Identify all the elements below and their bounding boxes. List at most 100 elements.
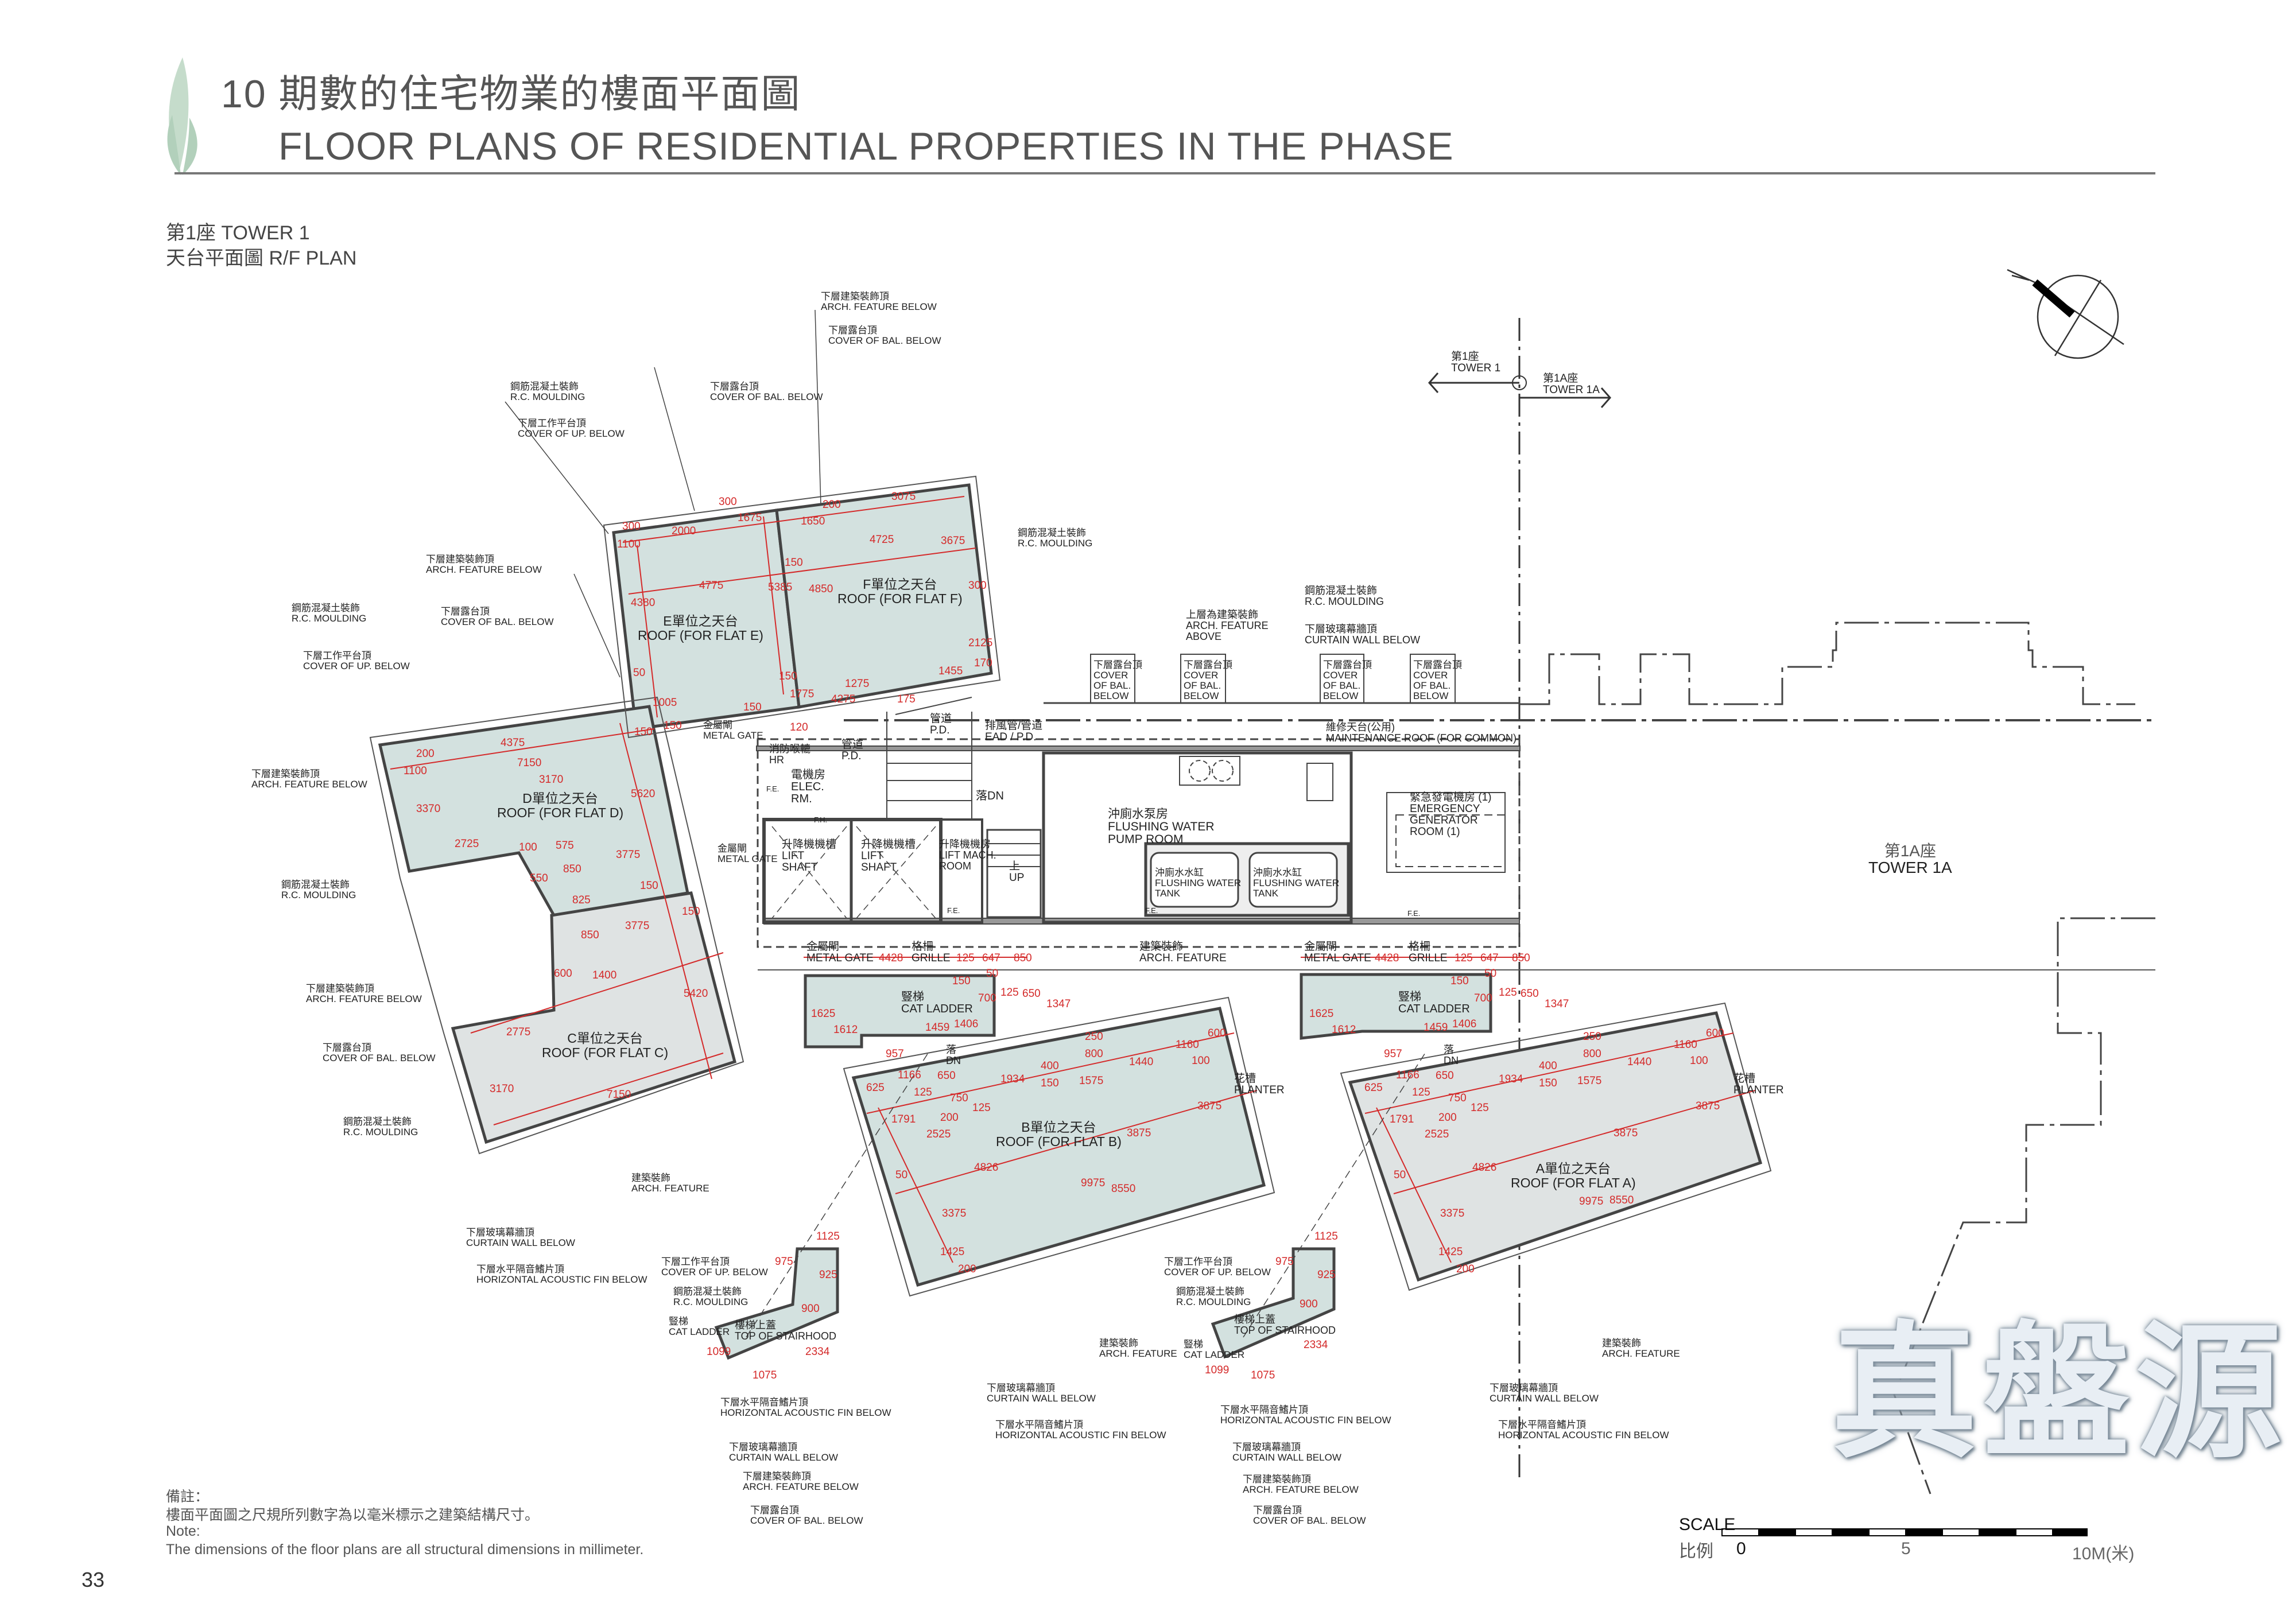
plan-label: 維修天台(公用)MAINTENANCE ROOF (FOR COMMON) xyxy=(1326,722,1517,744)
label-line: 豎梯 xyxy=(901,991,924,1003)
label-line: 下層水平隔音鰭片頂 xyxy=(1220,1404,1308,1415)
label-line: TANK xyxy=(1155,887,1181,899)
label-line: COVER OF BAL. BELOW xyxy=(750,1515,863,1526)
dimension-value: 150 xyxy=(640,880,658,892)
dimension-value: 3370 xyxy=(416,803,441,815)
label-line: 下層露台頂 xyxy=(1184,659,1232,670)
dimension-value: 1100 xyxy=(404,765,427,777)
label-line: 升降機機槽 xyxy=(861,838,916,851)
label-line: ROOF (FOR FLAT C) xyxy=(542,1045,669,1061)
label-line: COVER xyxy=(1413,669,1448,681)
label-line: ARCH. FEATURE xyxy=(631,1182,709,1194)
label-line: 金屬閘 xyxy=(1304,941,1337,953)
dimension-value: 125 xyxy=(972,1102,991,1114)
label-line: D單位之天台 xyxy=(522,791,598,806)
label-line: EMERGENCY xyxy=(1410,802,1480,815)
dimension-value: 1675 xyxy=(738,512,762,524)
dimension-value: 120 xyxy=(790,721,808,733)
plan-label: F.E. xyxy=(1145,907,1158,915)
dimension-value: 600 xyxy=(1706,1027,1724,1039)
dimension-value: 1406 xyxy=(954,1018,979,1030)
label-line: OF BAL. xyxy=(1413,680,1451,691)
dimension-value: 3875 xyxy=(1696,1100,1720,1112)
label-line: ROOF (FOR FLAT D) xyxy=(497,805,624,821)
label-line: R.C. MOULDING xyxy=(281,889,356,900)
dimension-value: 3875 xyxy=(1197,1100,1222,1112)
label-line: R.C. MOULDING xyxy=(673,1296,748,1307)
dimension-value: 150 xyxy=(1041,1077,1059,1089)
label-line: 下層建築裝飾頂 xyxy=(1243,1474,1311,1485)
dimension-value: 3170 xyxy=(539,774,564,786)
label-line: F.E. xyxy=(766,785,779,793)
dimension-value: 750 xyxy=(1448,1092,1467,1104)
dimension-value: 50 xyxy=(633,667,646,679)
label-line: R.C. MOULDING xyxy=(1176,1296,1251,1307)
label-line: 下層建築裝飾頂 xyxy=(306,983,374,994)
dimension-value: 150 xyxy=(785,557,803,569)
dimension-value: 825 xyxy=(572,894,591,906)
stairhood-b xyxy=(714,1247,839,1360)
label-line: FLUSHING WATER xyxy=(1253,877,1340,888)
dimension-value: 1166 xyxy=(1396,1069,1420,1081)
dimension-value: 3375 xyxy=(1440,1207,1465,1220)
label-line: OF BAL. xyxy=(1184,680,1221,691)
dimension-value: 200 xyxy=(958,1263,976,1275)
dimension-value: 7150 xyxy=(517,757,542,769)
label-line: HORIZONTAL ACOUSTIC FIN BELOW xyxy=(995,1429,1166,1440)
dimension-value: 2334 xyxy=(805,1346,830,1358)
label-line: 沖廁水水缸 xyxy=(1155,867,1204,878)
dimension-value: 1459 xyxy=(1424,1022,1448,1034)
label-line: C單位之天台 xyxy=(567,1031,643,1046)
dimension-value: 125 xyxy=(914,1086,932,1098)
dimension-value: 5620 xyxy=(631,788,656,800)
label-line: SHAFT xyxy=(782,861,818,873)
label-line: 豎梯 xyxy=(1398,991,1421,1003)
label-line: ARCH. FEATURE xyxy=(1186,619,1269,631)
dimension-value: 250 xyxy=(1583,1031,1601,1043)
label-line: METAL GATE xyxy=(806,952,874,964)
dimension-value: 200 xyxy=(940,1112,959,1124)
stairhood-a xyxy=(1211,1247,1336,1359)
label-line: GRILLE xyxy=(1409,952,1448,964)
plan-label: 落DN xyxy=(976,790,1004,802)
label-line: B單位之天台 xyxy=(1021,1120,1096,1135)
label-line: 下層水平隔音鰭片頂 xyxy=(720,1397,808,1408)
label-line: 沖廁水水缸 xyxy=(1253,867,1302,878)
dimension-value: 4725 xyxy=(870,534,894,546)
label-line: F單位之天台 xyxy=(863,577,937,592)
dimension-value: 150 xyxy=(682,906,700,918)
dimension-value: 8550 xyxy=(1111,1183,1136,1195)
dimension-value: 1160 xyxy=(1176,1039,1199,1051)
leader-lines xyxy=(505,309,1428,1338)
label-line: 花槽 xyxy=(1234,1073,1256,1085)
label-line: ARCH. FEATURE xyxy=(1602,1348,1680,1359)
label-line: COVER OF BAL. BELOW xyxy=(828,335,941,346)
label-line: 下層玻璃幕牆頂 xyxy=(1490,1383,1558,1393)
label-line: COVER xyxy=(1184,669,1219,681)
dimension-value: 900 xyxy=(801,1303,820,1315)
label-line: DN xyxy=(1444,1054,1459,1066)
label-line: 升降機機房 xyxy=(939,838,991,850)
label-line: COVER OF UP. BELOW xyxy=(518,428,625,439)
label-line: CURTAIN WALL BELOW xyxy=(987,1392,1096,1404)
dimension-value: 975 xyxy=(1275,1256,1294,1268)
dimension-value: 200 xyxy=(416,748,435,760)
plan-label: F.E. xyxy=(766,785,779,793)
label-line: HORIZONTAL ACOUSTIC FIN BELOW xyxy=(1498,1429,1669,1440)
